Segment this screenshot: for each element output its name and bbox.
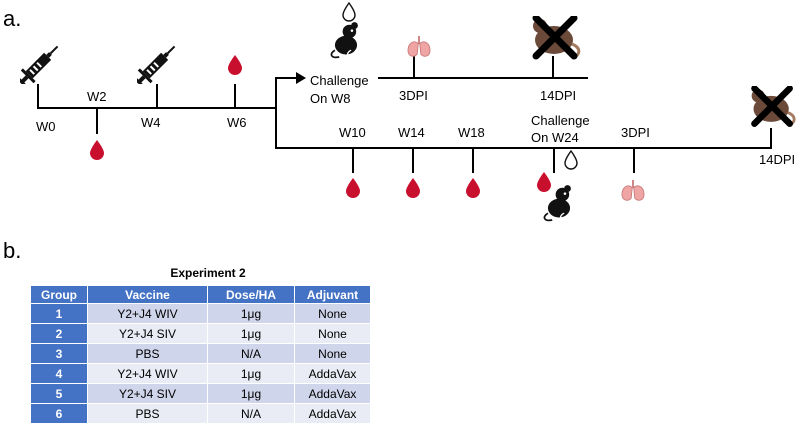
experiment-table: Group Vaccine Dose/HA Adjuvant 1 Y2+J4 W… — [30, 285, 371, 424]
dose-cell: 1μg — [207, 383, 295, 404]
group-cell: 6 — [30, 403, 88, 424]
table-row: 1 Y2+J4 WIV 1μg None — [30, 303, 371, 324]
table-row: 5 Y2+J4 SIV 1μg AddaVax — [30, 383, 371, 404]
panel-b-label: b. — [3, 238, 22, 263]
syringe-icon — [20, 40, 64, 84]
dead-mouse-icon — [528, 16, 584, 60]
blood-drop-icon — [228, 55, 242, 75]
blood-drop-icon — [406, 178, 420, 198]
tick-3dpi-upper — [413, 56, 415, 78]
header-group: Group — [30, 285, 88, 304]
vaccine-cell: Y2+J4 WIV — [87, 363, 208, 384]
vaccine-cell: Y2+J4 SIV — [87, 323, 208, 344]
label-challenge-upper-2: On W8 — [310, 91, 351, 106]
tick-w2 — [96, 108, 98, 134]
timeline-split-line — [275, 77, 277, 149]
label-w18: W18 — [458, 125, 485, 140]
label-challenge-upper-1: Challenge — [310, 73, 369, 88]
label-w4: W4 — [141, 115, 161, 130]
group-cell: 5 — [30, 383, 88, 404]
mouse-icon — [329, 20, 363, 60]
group-cell: 3 — [30, 343, 88, 364]
lower-arm-line — [275, 147, 772, 149]
blood-drop-icon — [346, 178, 360, 198]
label-14dpi-upper: 14DPI — [540, 88, 577, 103]
label-w10: W10 — [339, 125, 366, 140]
tick-3dpi-lower — [633, 148, 635, 173]
label-w0: W0 — [36, 119, 56, 134]
lungs-icon — [620, 180, 646, 202]
vaccine-cell: Y2+J4 SIV — [87, 383, 208, 404]
adjuvant-cell: AddaVax — [294, 403, 371, 424]
syringe-icon — [137, 40, 181, 84]
dose-cell: 1μg — [207, 303, 295, 324]
adjuvant-cell: AddaVax — [294, 383, 371, 404]
dose-cell: N/A — [207, 343, 295, 364]
tick-w24 — [553, 148, 555, 173]
header-dose: Dose/HA — [207, 285, 295, 304]
tick-w6 — [234, 84, 236, 108]
mouse-icon — [542, 183, 576, 223]
tick-w0 — [37, 84, 39, 108]
label-challenge-lower-2: On W24 — [531, 130, 579, 145]
group-cell: 2 — [30, 323, 88, 344]
label-w6: W6 — [227, 115, 247, 130]
table-header-row: Group Vaccine Dose/HA Adjuvant — [30, 285, 371, 304]
panel-a-label: a. — [3, 6, 22, 31]
dose-cell: N/A — [207, 403, 295, 424]
tick-w18 — [472, 148, 474, 173]
dose-cell: 1μg — [207, 363, 295, 384]
table-row: 2 Y2+J4 SIV 1μg None — [30, 323, 371, 344]
vaccine-cell: PBS — [87, 403, 208, 424]
label-w2: W2 — [87, 89, 107, 104]
label-challenge-lower-1: Challenge — [531, 113, 590, 128]
tick-w14 — [412, 148, 414, 173]
tick-w4 — [156, 84, 158, 108]
lungs-icon — [406, 36, 432, 58]
water-drop-icon — [342, 2, 356, 22]
main-timeline-line — [37, 107, 277, 109]
blood-drop-icon — [90, 140, 104, 160]
label-w14: W14 — [398, 125, 425, 140]
table-title: Experiment 2 — [170, 266, 246, 280]
blood-drop-icon — [466, 178, 480, 198]
table-row: 4 Y2+J4 WIV 1μg AddaVax — [30, 363, 371, 384]
water-drop-icon — [564, 150, 578, 170]
vaccine-cell: PBS — [87, 343, 208, 364]
label-14dpi-lower: 14DPI — [759, 152, 796, 167]
arrow-head-icon — [296, 72, 306, 84]
dose-cell: 1μg — [207, 323, 295, 344]
header-vaccine: Vaccine — [87, 285, 208, 304]
label-3dpi-upper: 3DPI — [399, 88, 428, 103]
vaccine-cell: Y2+J4 WIV — [87, 303, 208, 324]
tick-w10 — [352, 148, 354, 173]
adjuvant-cell: None — [294, 343, 371, 364]
tick-14dpi-upper — [552, 56, 554, 78]
group-cell: 1 — [30, 303, 88, 324]
table-row: 6 PBS N/A AddaVax — [30, 403, 371, 424]
adjuvant-cell: None — [294, 323, 371, 344]
adjuvant-cell: None — [294, 303, 371, 324]
adjuvant-cell: AddaVax — [294, 363, 371, 384]
tick-14dpi-lower — [770, 128, 772, 149]
group-cell: 4 — [30, 363, 88, 384]
label-3dpi-lower: 3DPI — [621, 125, 650, 140]
header-adjuvant: Adjuvant — [294, 285, 371, 304]
dead-mouse-icon — [747, 86, 799, 128]
upper-arm-line-right — [378, 77, 588, 79]
upper-arm-line — [275, 77, 298, 79]
table-row: 3 PBS N/A None — [30, 343, 371, 364]
